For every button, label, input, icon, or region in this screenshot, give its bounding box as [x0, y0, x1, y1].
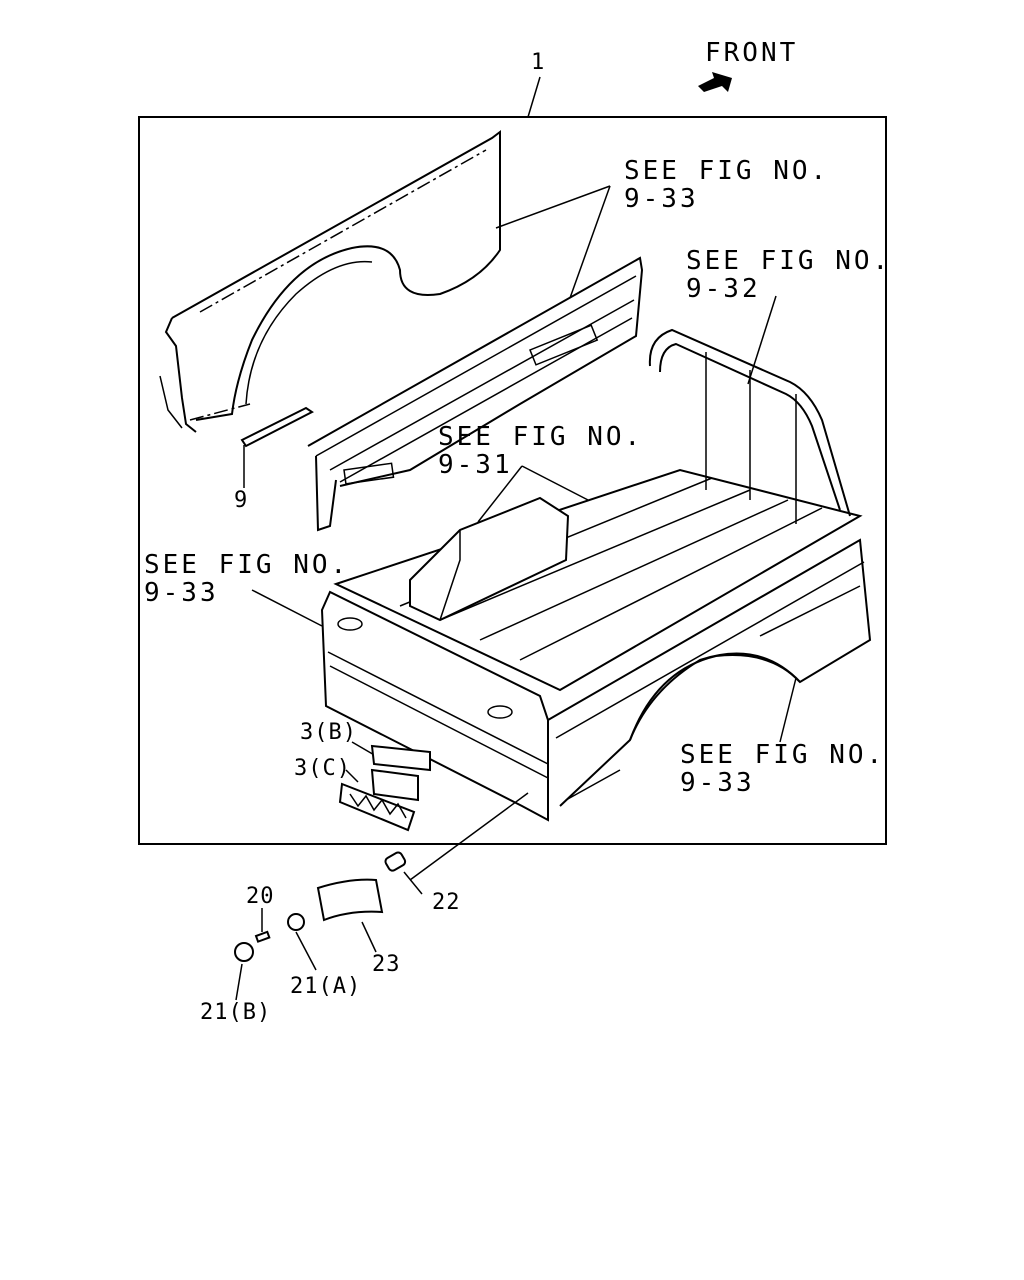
callout-part-9: 9 — [234, 488, 249, 513]
ref-figure-number: 9-31 — [438, 450, 513, 480]
ref-right-lower: SEE FIG NO. 9-33 — [680, 742, 885, 796]
ref-figure-number: 9-33 — [624, 184, 699, 214]
callout-part-20: 20 — [246, 884, 275, 909]
ref-figure-number: 9-33 — [144, 578, 219, 608]
front-label: FRONT — [705, 38, 799, 68]
callout-assembly-1: 1 — [531, 50, 546, 75]
parts-3b-3c — [338, 744, 431, 832]
ref-figure-number: 9-33 — [680, 768, 755, 798]
front-arrow-icon — [698, 72, 732, 92]
ref-figure-number: 9-32 — [686, 274, 761, 304]
callout-part-3c: 3(C) — [294, 756, 351, 781]
ref-prefix: SEE FIG NO. — [144, 550, 350, 580]
callout-part-22: 22 — [432, 890, 461, 915]
assembly-frame — [138, 116, 887, 845]
part-9-strip — [240, 406, 314, 448]
hardware-group — [234, 851, 407, 962]
side-rail-panel — [307, 256, 644, 532]
callout-part-21b: 21(B) — [200, 1000, 272, 1025]
ref-top: SEE FIG NO. 9-33 — [624, 158, 829, 212]
leader-lines — [235, 76, 797, 1001]
ref-prefix: SEE FIG NO. — [624, 156, 830, 186]
ref-middle: SEE FIG NO. 9-31 — [438, 424, 643, 478]
ref-left: SEE FIG NO. 9-33 — [144, 552, 349, 606]
callout-part-23: 23 — [372, 952, 401, 977]
ref-prefix: SEE FIG NO. — [680, 740, 886, 770]
left-side-panel — [159, 130, 501, 433]
ref-prefix: SEE FIG NO. — [438, 422, 644, 452]
callout-part-21a: 21(A) — [290, 974, 362, 999]
ref-prefix: SEE FIG NO. — [686, 246, 892, 276]
wheel-house-cover — [409, 496, 570, 622]
callout-part-3b: 3(B) — [300, 720, 357, 745]
ref-right-upper: SEE FIG NO. 9-32 — [686, 248, 891, 302]
